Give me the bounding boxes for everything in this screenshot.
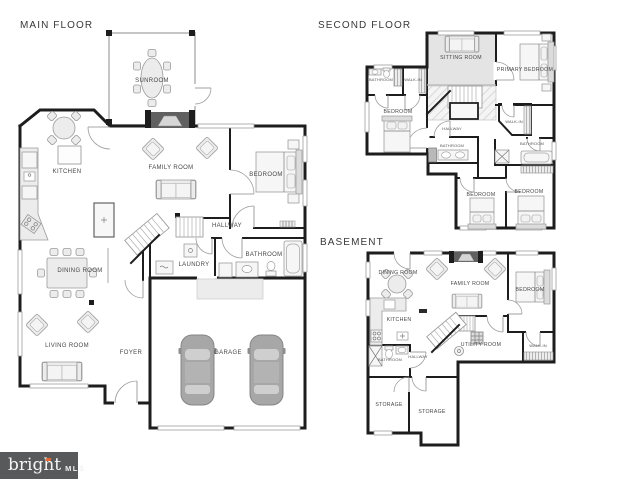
room-label-basement-kitchen: KITCHEN [387,317,412,323]
room-label-basement-dining: DINING ROOM [378,270,417,276]
second-floor-labels: SITTING ROOM PRIMARY BEDROOM BATHROOM WA… [369,55,553,198]
room-label-sitting-room: SITTING ROOM [440,55,482,61]
center-bathroom-fixtures [428,147,469,163]
basement: BASEMENT [320,237,557,447]
basement-utility-fixtures [454,331,484,356]
main-floor-walls [17,108,307,430]
laundry-fixtures [155,243,198,275]
dining-room-furniture [37,248,97,298]
room-label-family-room: FAMILY ROOM [149,165,194,171]
room-label-primary-bedroom: PRIMARY BEDROOM [497,67,553,73]
basement-labels: DINING ROOM FAMILY ROOM BEDROOM KITCHEN … [375,270,546,415]
main-stairs [124,212,204,265]
room-label-storage-1: STORAGE [375,402,403,408]
bottom-bedrooms-furniture [467,165,554,230]
room-label-foyer: FOYER [120,350,143,356]
basement-bedroom-furniture [515,269,551,305]
room-label-storage-2: STORAGE [418,409,446,415]
upper-left-bathroom-fixtures [368,67,427,94]
basement-title: BASEMENT [320,237,384,248]
room-label-hallway-second: HALLWAY [442,126,462,131]
basement-kitchen-fixtures [369,297,409,346]
brightmls-logo-suffix: MLS [65,463,86,473]
main-bathroom-fixtures [218,240,303,278]
main-bedroom-furniture [255,139,303,228]
brightmls-logo-text: bright [8,455,62,475]
room-label-basement-family: FAMILY ROOM [451,281,490,287]
basement-walk-in-rods [523,351,554,361]
garage-car-1 [178,334,217,406]
basement-bathroom-fixtures [368,345,409,367]
second-floor-walls [365,31,556,230]
second-floor-title: SECOND FLOOR [318,20,411,31]
room-label-bedroom-left: BEDROOM [384,109,413,115]
basement-doors [393,252,541,393]
sunroom-table [133,49,171,107]
sitting-room-furniture [444,35,480,53]
room-label-bedroom: BEDROOM [249,172,282,178]
room-label-hallway: HALLWAY [212,223,242,229]
room-label-sunroom: SUNROOM [135,78,169,84]
basement-stairs [426,311,476,354]
main-floor-labels: SUNROOM KITCHEN FAMILY ROOM BEDROOM HALL… [45,78,282,356]
basement-family-furniture [419,257,507,313]
main-floor-windows [17,123,308,431]
second-floor-stairs [425,85,483,120]
room-label-bathroom: BATHROOM [245,252,282,258]
room-label-laundry: LAUNDRY [178,262,209,268]
room-label-walk-in-left: WALK-IN [404,77,422,82]
room-label-dining-room: DINING ROOM [57,268,102,274]
brightmls-watermark: bright MLS [0,452,84,479]
main-floor-title: MAIN FLOOR [20,20,93,31]
room-label-basement-bedroom: BEDROOM [516,287,545,293]
room-label-living-room: LIVING ROOM [45,343,89,349]
room-label-kitchen: KITCHEN [53,169,82,175]
brightmls-logo-accent-icon [45,458,52,461]
left-bedroom-furniture [381,115,413,153]
kitchen-fixtures [19,110,115,241]
main-floor: MAIN FLOOR [17,20,308,431]
room-label-bathroom-right: BATHROOM [520,141,544,146]
garage-car-2 [247,334,286,406]
basement-fireplace [449,251,483,263]
room-label-basement-walk-in: WALK-IN [529,343,547,348]
room-label-bathroom-upper-left: BATHROOM [369,77,393,82]
room-label-garage: GARAGE [214,350,242,356]
room-label-basement-hallway: HALLWAY [408,354,428,359]
right-bathroom-fixtures [494,105,553,165]
room-label-basement-bathroom: BATHROOM [378,357,402,362]
room-label-utility-room: UTILITY ROOM [461,342,501,348]
garage-contents [178,278,286,406]
primary-bedroom-furniture [519,33,555,92]
room-label-bedroom-bottom-center: BEDROOM [467,192,496,198]
room-label-bathroom-center: BATHROOM [440,143,464,148]
room-label-walk-in-right: WALK-IN [505,119,523,124]
main-floor-fireplace [145,110,195,128]
basement-windows [365,250,557,436]
second-floor: SECOND FLOOR [318,20,557,231]
basement-dining-furniture [380,268,414,300]
room-label-bedroom-bottom-right: BEDROOM [515,189,544,195]
